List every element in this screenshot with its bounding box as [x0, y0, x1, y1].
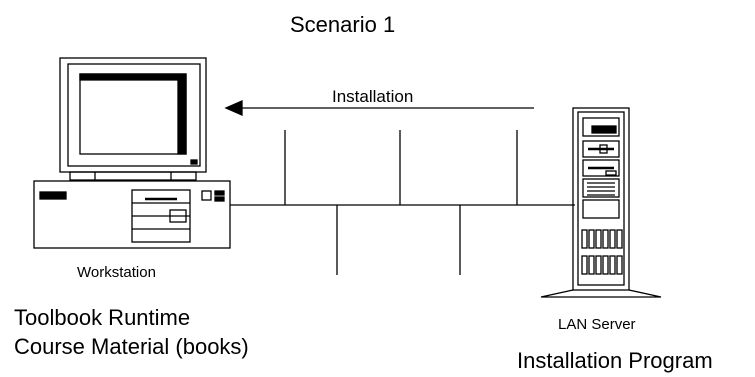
workstation-content-course-material: Course Material (books) — [14, 334, 249, 359]
server-content-installation-program: Installation Program — [517, 348, 713, 373]
workstation-icon — [33, 57, 231, 249]
lan-server-label: LAN Server — [558, 316, 636, 333]
installation-arrow-label: Installation — [332, 87, 414, 106]
installation-arrow — [224, 100, 534, 116]
diagram-title: Scenario 1 — [290, 12, 396, 37]
workstation-content-toolbook-runtime: Toolbook Runtime — [14, 305, 191, 330]
network-bus — [230, 130, 575, 275]
lan-server-icon — [540, 107, 662, 298]
workstation-label: Workstation — [77, 264, 156, 281]
